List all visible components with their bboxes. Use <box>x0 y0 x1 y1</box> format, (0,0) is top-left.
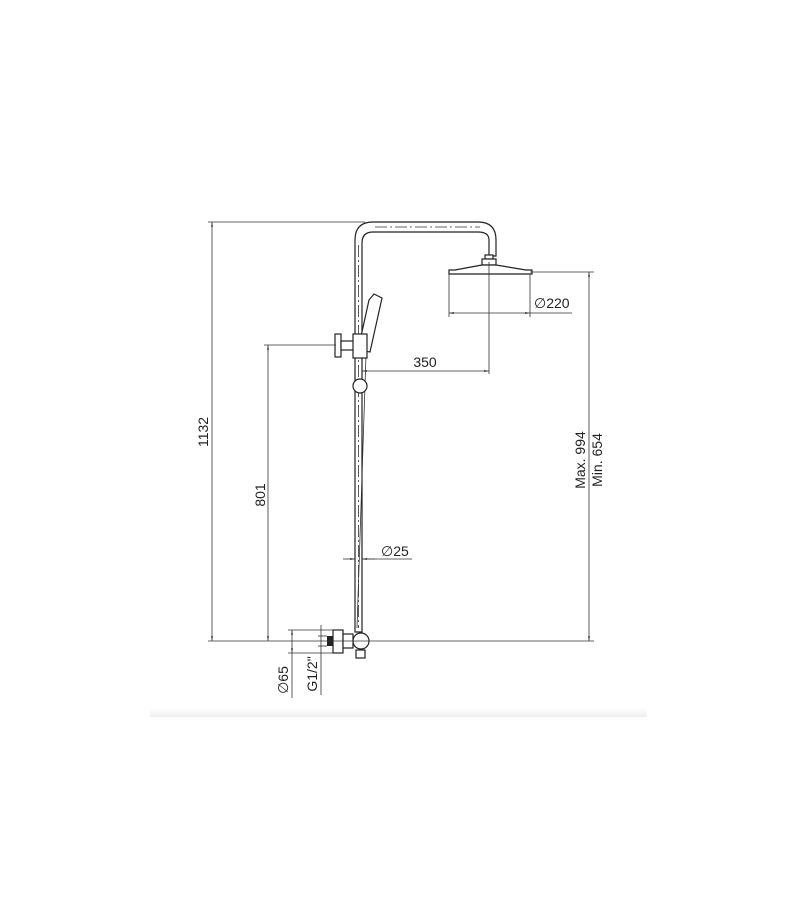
bottom-shadow-band <box>150 708 647 717</box>
shower-column <box>354 221 497 633</box>
slider-knob <box>352 378 368 394</box>
dim-head-height-min: Min. 654 <box>589 433 605 487</box>
dim-flange-diameter: ∅65 <box>275 666 291 694</box>
dim-thread: G1/2" <box>304 656 320 691</box>
dim-pipe-diameter: ∅25 <box>381 543 409 559</box>
wall-connection <box>327 629 370 659</box>
dim-arm-projection: 350 <box>413 354 437 370</box>
dim-head-height-max: Max. 994 <box>572 431 588 489</box>
dim-head-diameter: ∅220 <box>534 295 570 311</box>
shower-holder <box>334 333 368 359</box>
dim-total-height: 1132 <box>195 417 211 447</box>
dim-holder-height: 801 <box>252 483 268 507</box>
shower-head <box>448 254 533 275</box>
dimension-lines <box>208 221 594 698</box>
